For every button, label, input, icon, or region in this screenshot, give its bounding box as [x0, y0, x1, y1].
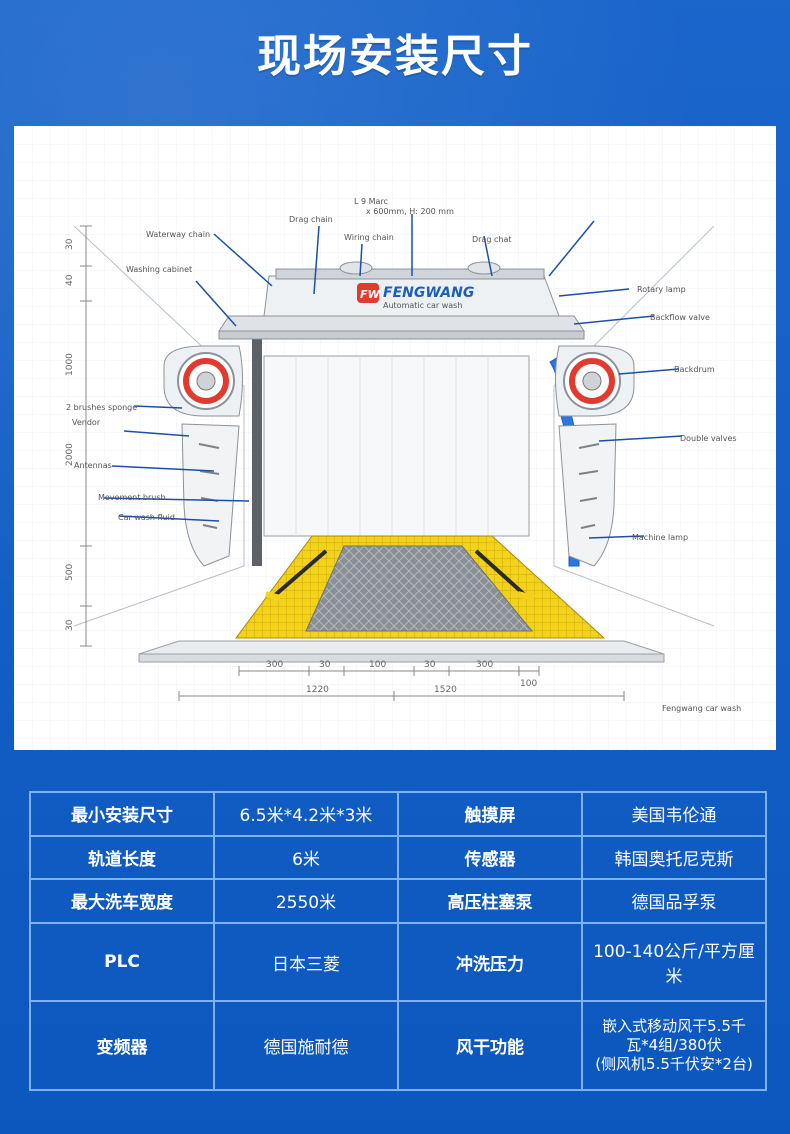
label-left-4: Vendor: [72, 418, 101, 427]
spec-value: 韩国奥托尼克斯: [581, 834, 767, 881]
spec-row: 最小安装尺寸 6.5米*4.2米*3米 触摸屏 美国韦伦通: [29, 791, 767, 837]
spec-key: 风干功能: [397, 1000, 583, 1091]
right-dryer: [555, 345, 635, 567]
label-left-5: Antennas: [74, 461, 112, 470]
diagram-svg: 30 40 1000 2000 500 30: [14, 126, 776, 750]
bdim-top-2: 30: [319, 660, 331, 670]
spec-value: 德国品孚泵: [581, 878, 767, 924]
spec-key: PLC: [29, 921, 215, 1003]
rear-frame: [263, 355, 530, 537]
leader-lines: [103, 214, 683, 539]
spec-row: PLC 日本三菱 冲洗压力 100-140公斤/平方厘米: [29, 921, 767, 1003]
spec-row: 变频器 德国施耐德 风干功能 嵌入式移动风干5.5千 瓦*4组/380伏 (侧风…: [29, 1000, 767, 1091]
bdim-bottom-1: 1220: [306, 685, 329, 695]
vdim-2: 40: [65, 274, 75, 286]
label-left-2: Washing cabinet: [126, 265, 192, 274]
label-left-3: 2 brushes sponge: [66, 403, 137, 412]
spec-key: 最大洗车宽度: [29, 878, 215, 924]
wash-platform: [235, 535, 606, 639]
spec-row: 最大洗车宽度 2550米 高压柱塞泵 德国品孚泵: [29, 878, 767, 924]
spec-key: 冲洗压力: [397, 921, 583, 1003]
vdim-5: 500: [65, 564, 75, 581]
label-lb-dims: x 600mm, H: 200 mm: [366, 207, 454, 216]
brand-subtitle: Automatic car wash: [383, 301, 462, 310]
spec-table: 最小安装尺寸 6.5米*4.2米*3米 触摸屏 美国韦伦通 轨道长度 6米 传感…: [29, 791, 767, 1091]
bottom-dimensions: 300 30 100 30 300 100 1220 1520: [178, 660, 625, 701]
label-right-4: Double valves: [680, 434, 737, 443]
brand-name: FENGWANG: [383, 285, 474, 301]
vdim-3: 1000: [65, 353, 75, 376]
bdim-top-4: 30: [424, 660, 436, 670]
spec-value: 美国韦伦通: [581, 791, 767, 837]
bdim-top-5: 300: [476, 660, 493, 670]
vertical-dimension-bar: 30 40 1000 2000 500 30: [65, 225, 92, 647]
bdim-top-3: 100: [369, 660, 386, 670]
label-right-2: Backflow valve: [650, 313, 710, 322]
spec-key: 传感器: [397, 834, 583, 881]
vdim-1: 30: [65, 238, 75, 250]
spec-value: 6.5米*4.2米*3米: [213, 791, 399, 837]
label-left-1: Waterway chain: [146, 230, 210, 239]
spec-value-multiline: 嵌入式移动风干5.5千 瓦*4组/380伏 (侧风机5.5千伏安*2台): [581, 1000, 767, 1091]
diagram-watermark: Fengwang car wash: [662, 704, 741, 713]
bdim-bottom-2: 1520: [434, 685, 457, 695]
label-right-5: Machine lamp: [632, 533, 688, 542]
gantry-beam: FW FENGWANG Automatic car wash: [218, 261, 585, 340]
vdim-4: 2000: [65, 443, 75, 466]
label-wiring-chain: Wiring chain: [344, 233, 394, 242]
label-right-1: Rotary lamp: [637, 285, 686, 294]
label-left-7: Car wash fluid: [118, 513, 175, 522]
label-left-6: Movement brush: [98, 493, 166, 502]
label-right-3: Backdrum: [674, 365, 715, 374]
spec-key: 最小安装尺寸: [29, 791, 215, 837]
spec-value: 2550米: [213, 878, 399, 924]
label-drag-chain: Drag chain: [289, 215, 333, 224]
left-dryer: [163, 345, 243, 567]
floor-base: [138, 640, 665, 663]
spec-value: 德国施耐德: [213, 1000, 399, 1091]
label-lb-marc: L 9 Marc: [354, 197, 388, 206]
bdim-top-6: 100: [520, 679, 537, 689]
installation-diagram: 30 40 1000 2000 500 30: [14, 126, 776, 750]
vdim-6: 30: [65, 619, 75, 631]
brand-logo-text: FW: [360, 288, 381, 301]
spec-key: 变频器: [29, 1000, 215, 1091]
spec-key: 高压柱塞泵: [397, 878, 583, 924]
spec-value: 100-140公斤/平方厘米: [581, 921, 767, 1003]
spec-key: 触摸屏: [397, 791, 583, 837]
label-drag-chat: Drag chat: [472, 235, 511, 244]
spec-key: 轨道长度: [29, 834, 215, 881]
spec-value: 日本三菱: [213, 921, 399, 1003]
bdim-top-1: 300: [266, 660, 283, 670]
spec-value: 6米: [213, 834, 399, 881]
spec-row: 轨道长度 6米 传感器 韩国奥托尼克斯: [29, 834, 767, 881]
page-title: 现场安装尺寸: [257, 31, 533, 82]
